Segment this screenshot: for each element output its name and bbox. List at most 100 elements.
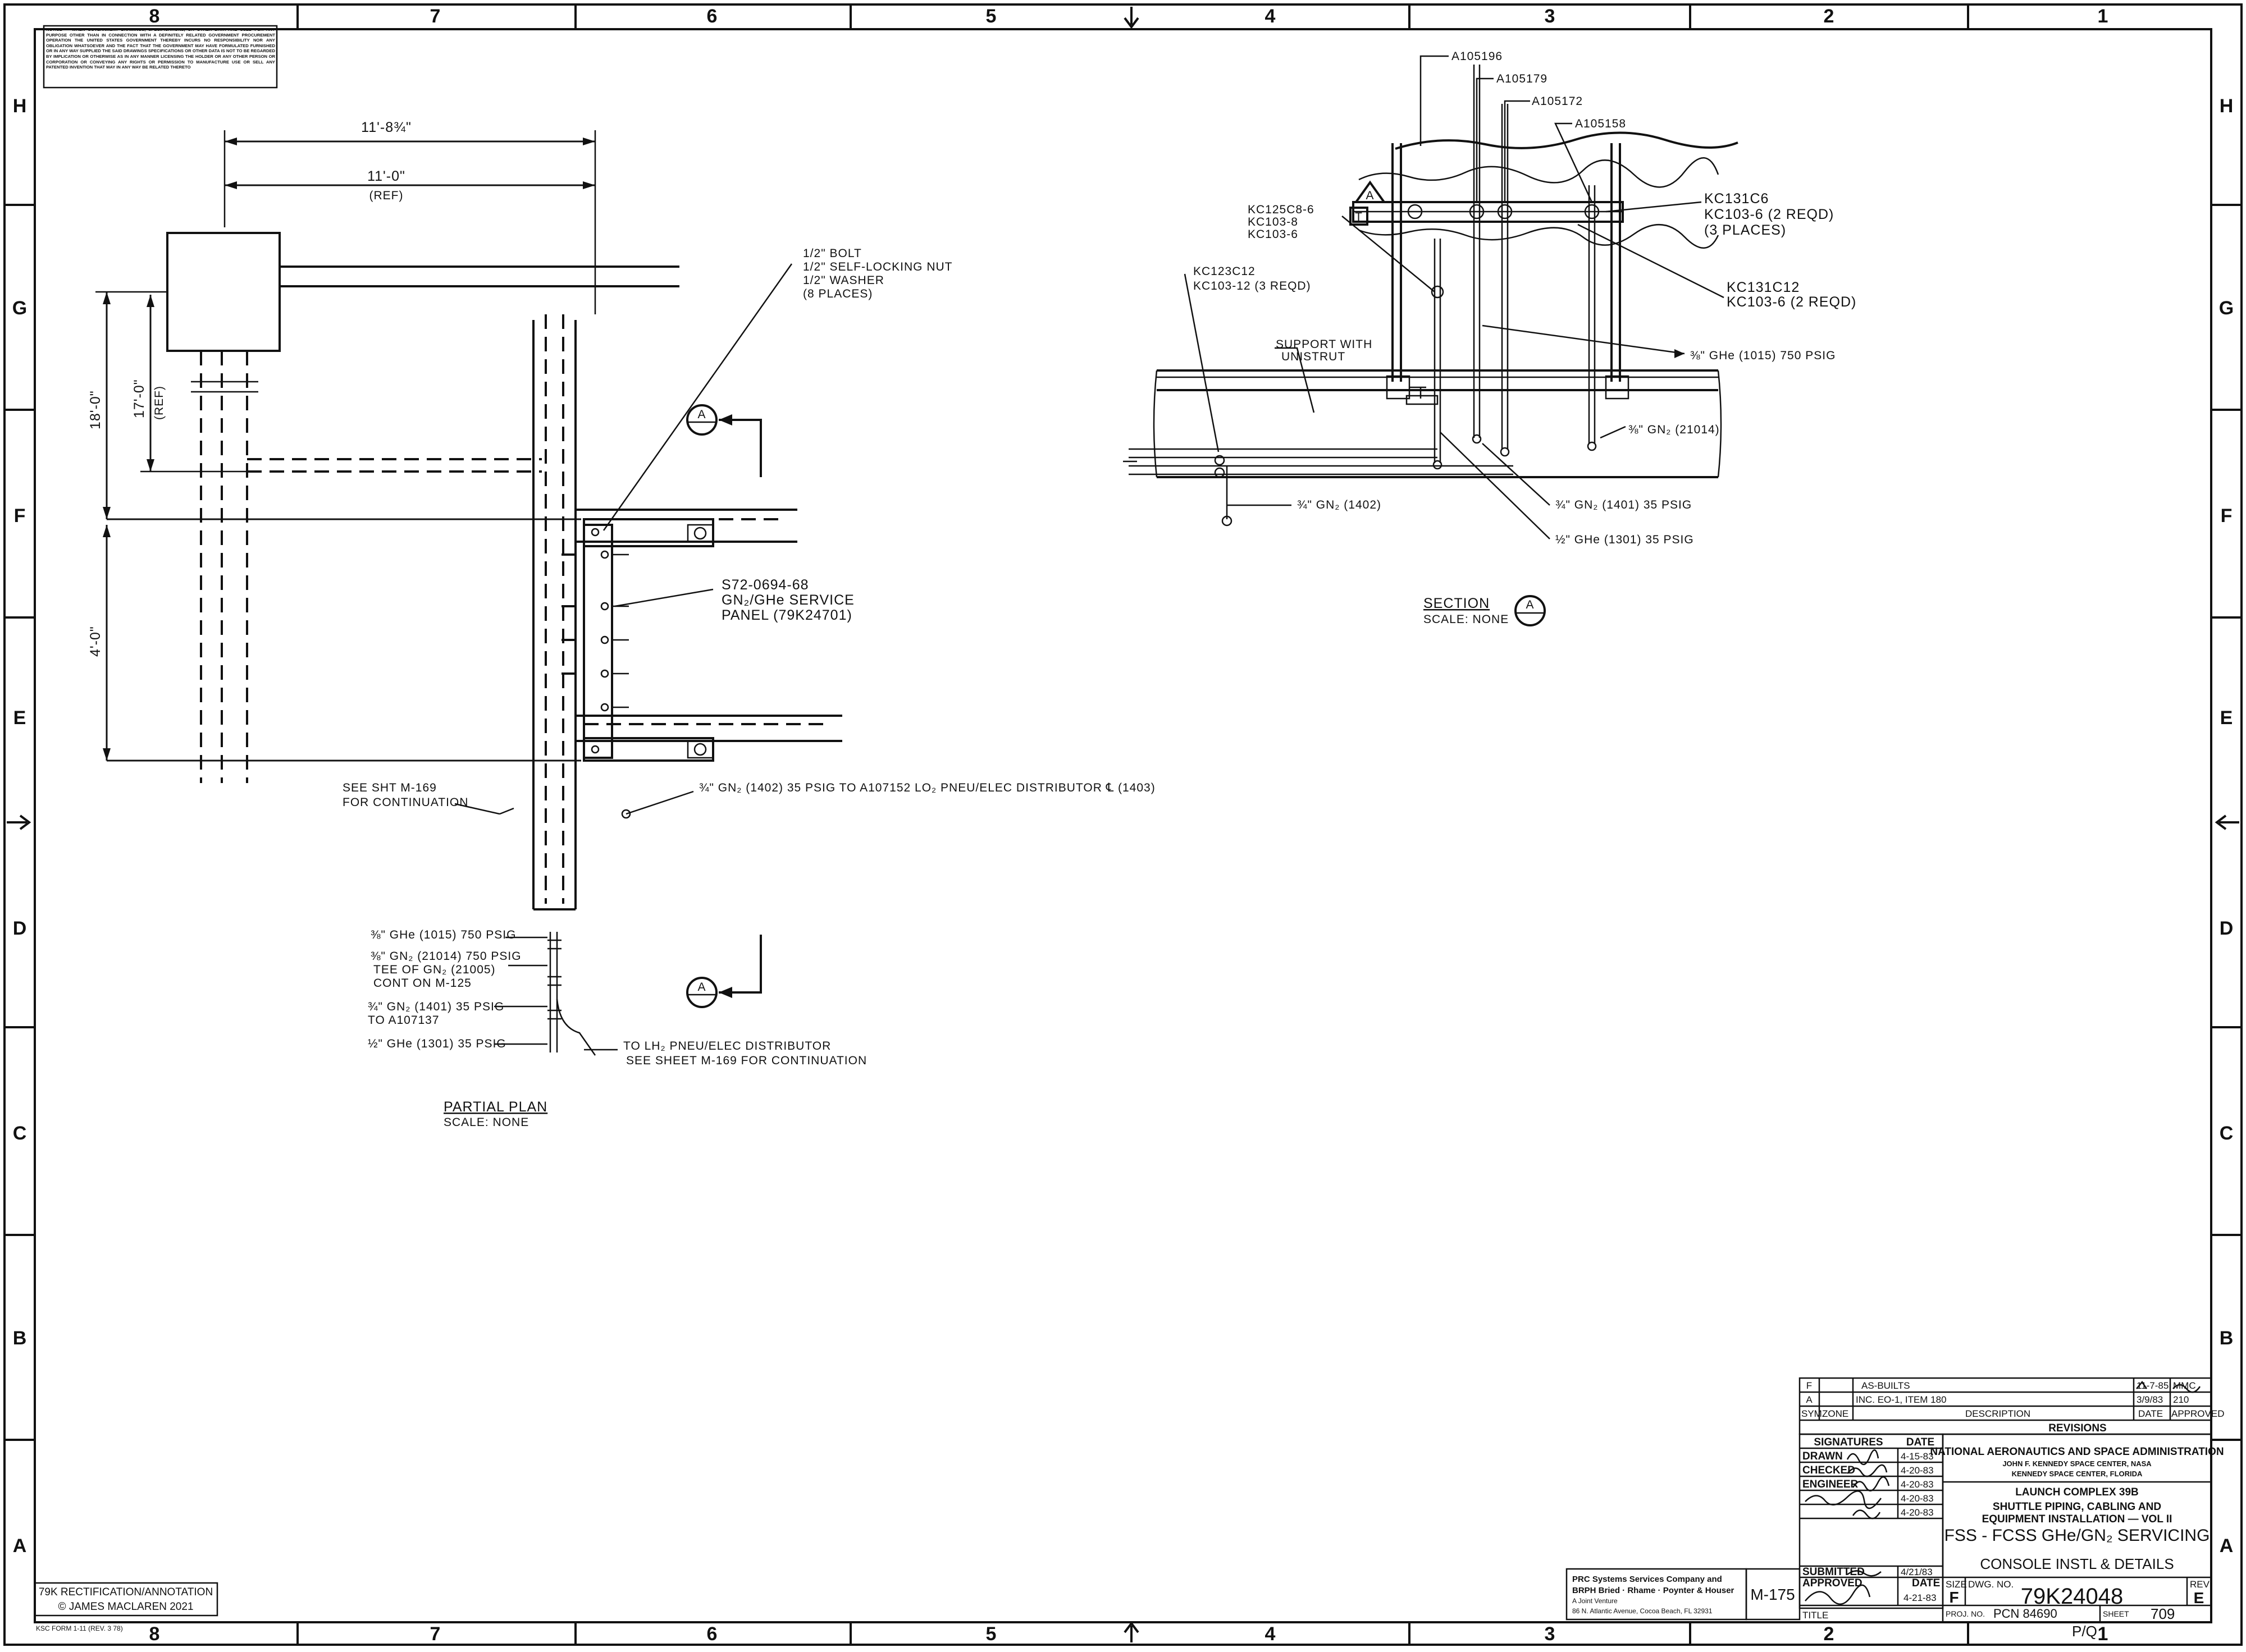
section-gn2-1402: ¾" GN₂ (1402) [1297, 498, 1381, 511]
dim-4-label: 4'-0" [88, 626, 103, 657]
rev-hdr-desc: DESCRIPTION [1965, 1408, 2030, 1419]
zone-row-f-right: F [2221, 505, 2233, 527]
sig-approved: APPROVED [1802, 1577, 1862, 1589]
sig-checked-date: 4-20-83 [1901, 1465, 1934, 1476]
title-line-1: LAUNCH COMPLEX 39B [2015, 1486, 2139, 1498]
section-tag-a: A [1366, 189, 1374, 202]
dim-17-ref-label: (REF) [153, 386, 166, 420]
see-sht-note-2: FOR CONTINUATION [343, 796, 468, 809]
revisions-label: REVISIONS [2048, 1422, 2106, 1434]
panel-note-2: GN₂/GHe SERVICE [722, 592, 855, 608]
pq-label: P/Q [2072, 1623, 2097, 1640]
zone-col-6-bottom: 6 [707, 1623, 718, 1645]
kc125-note-3: KC103-6 [1248, 228, 1298, 241]
signature-scribbles [1805, 1380, 2201, 1605]
proj-no-label: PROJ. NO. [1946, 1609, 1985, 1618]
part-a105158: A105158 [1575, 117, 1626, 130]
credit-line-1: 79K RECTIFICATION/ANNOTATION [39, 1586, 213, 1598]
zone-row-d-left: D [13, 918, 27, 939]
dim-top-label: 11'-8¾" [361, 120, 412, 135]
part-a105172: A105172 [1532, 95, 1583, 108]
zone-row-a-left: A [13, 1535, 27, 1557]
support-note-2: UNISTRUT [1281, 350, 1345, 363]
title-line-5: CONSOLE INSTL & DETAILS [1980, 1555, 2174, 1572]
zone-col-8-top: 8 [149, 6, 160, 27]
pipe-label-gn2-1401: ¾" GN₂ (1401) 35 PSIG [368, 1000, 504, 1013]
size-value: F [1949, 1589, 1959, 1606]
zone-row-d-right: D [2220, 918, 2234, 939]
title-line-2: SHUTTLE PIPING, CABLING AND [1993, 1501, 2161, 1513]
sig-row4-date: 4-20-83 [1901, 1493, 1934, 1504]
part-a105196: A105196 [1451, 50, 1503, 63]
bolt-note-3: 1/2" WASHER [803, 274, 884, 287]
pcn-value: PCN 84690 [1993, 1607, 2057, 1621]
zone-row-c-left: C [13, 1123, 27, 1144]
pipe-label-cont: CONT ON M-125 [373, 977, 472, 990]
sheet-border [3, 3, 2243, 1646]
dwg-no-value: 79K24048 [2021, 1584, 2123, 1609]
rev-row1-desc: AS-BUILTS [1861, 1380, 1910, 1391]
rev-value: E [2194, 1589, 2204, 1607]
zone-row-g-right: G [2219, 298, 2234, 319]
section-symbol-letter: A [1526, 598, 1534, 611]
title-line-4: FSS - FCSS GHe/GN₂ SERVICING [1944, 1526, 2210, 1545]
bolt-note-2: 1/2" SELF-LOCKING NUT [803, 260, 953, 273]
rev-row2-date: 3/9/83 [2137, 1394, 2163, 1405]
rev-row1-sym: F [1806, 1380, 1812, 1391]
zone-col-7-top: 7 [430, 6, 441, 27]
kc131c6-note-1: KC131C6 [1704, 191, 1769, 207]
zone-row-b-left: B [13, 1328, 27, 1349]
agency-center-2: KENNEDY SPACE CENTER, FLORIDA [2012, 1470, 2143, 1478]
sig-hdr-date: DATE [1906, 1436, 1934, 1448]
rev-row2-desc: INC. EO-1, ITEM 180 [1856, 1394, 1947, 1405]
rev-hdr-zone: ZONE [1822, 1408, 1848, 1419]
to-lh2-note-1: TO LH₂ PNEU/ELEC DISTRIBUTOR [623, 1040, 831, 1052]
section-marker-lower-letter: A [697, 981, 706, 994]
zone-row-f-left: F [14, 505, 26, 527]
zone-col-5-bottom: 5 [986, 1623, 997, 1645]
dim-ref-label: 11'-0" [367, 168, 405, 184]
see-sht-note-1: SEE SHT M-169 [343, 781, 437, 794]
zone-row-h-right: H [2220, 95, 2234, 117]
size-label: SIZE [1946, 1579, 1967, 1590]
part-a105179: A105179 [1496, 72, 1547, 85]
sig-submitted: SUBMITTED [1802, 1566, 1865, 1578]
kc131c6-note-2: KC103-6 (2 REQD) [1704, 207, 1834, 222]
rev-row1-date: 11-7-85 [2137, 1380, 2169, 1391]
panel-note-1: S72-0694-68 [722, 577, 809, 593]
zone-col-1-top: 1 [2098, 6, 2108, 27]
zone-row-a-right: A [2220, 1535, 2234, 1557]
sig-approved-date: 4-21-83 [1903, 1592, 1937, 1603]
title-block-frame [34, 1377, 2212, 1623]
zone-row-e-left: E [13, 707, 26, 729]
rev-hdr-sym: SYM. [1801, 1408, 1825, 1419]
partial-plan-scale: SCALE: NONE [444, 1116, 529, 1129]
kc123-note-2: KC103-12 (3 REQD) [1193, 280, 1311, 292]
pipe-label-gn2-21014: ⅜" GN₂ (21014) 750 PSIG [371, 950, 522, 963]
partial-plan-title: PARTIAL PLAN [444, 1099, 547, 1115]
zone-col-5-top: 5 [986, 6, 997, 27]
notice-box [43, 25, 278, 89]
title-label: TITLE [1802, 1610, 1828, 1621]
kc125-note-1: KC125C8-6 [1248, 203, 1314, 216]
zone-col-2-top: 2 [1824, 6, 1834, 27]
zone-row-c-right: C [2220, 1123, 2234, 1144]
section-scale: SCALE: NONE [1423, 613, 1509, 626]
section-ghe-1301: ½" GHe (1301) 35 PSIG [1555, 533, 1694, 546]
panel-note-3: PANEL (79K24701) [722, 607, 852, 623]
bolt-note-4: (8 PLACES) [803, 287, 873, 300]
zone-col-3-bottom: 3 [1545, 1623, 1555, 1645]
section-gn2-1401: ¾" GN₂ (1401) 35 PSIG [1555, 498, 1692, 511]
zone-col-2-bottom: 2 [1824, 1623, 1834, 1645]
agency-name: NATIONAL AERONAUTICS AND SPACE ADMINISTR… [1930, 1446, 2224, 1458]
pipe-label-to-a107137: TO A107137 [368, 1014, 440, 1027]
dwg-no-label: DWG. NO. [1968, 1579, 2014, 1590]
zone-col-8-bottom: 8 [149, 1623, 160, 1645]
support-note-1: SUPPORT WITH [1276, 338, 1372, 351]
zone-row-h-left: H [13, 95, 27, 117]
sig-engineer-date: 4-20-83 [1901, 1479, 1934, 1490]
sig-date-lbl: DATE [1912, 1577, 1940, 1589]
zone-row-e-right: E [2220, 707, 2233, 729]
contractor-sheet-ref: M-175 [1750, 1586, 1795, 1603]
